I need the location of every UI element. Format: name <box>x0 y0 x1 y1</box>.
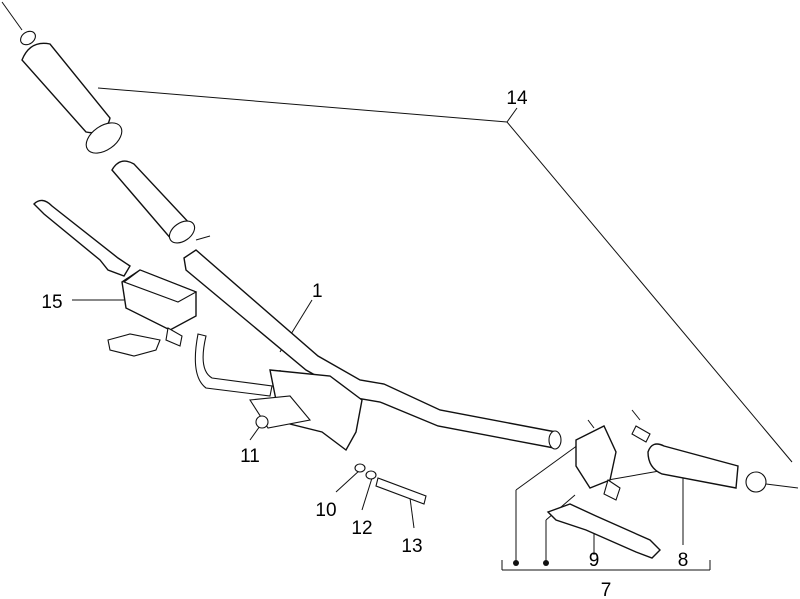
right-lever-assembly <box>546 409 661 559</box>
callout-13: 13 <box>401 536 422 557</box>
left-end-screw <box>1 1 23 31</box>
fasteners <box>255 415 427 505</box>
left-grip-ring <box>85 122 123 154</box>
nut-11 <box>255 415 269 429</box>
leader-14-stem <box>506 107 518 123</box>
master-cylinder-cap <box>122 269 198 303</box>
callout-8: 8 <box>678 550 689 571</box>
callout-12: 12 <box>351 518 372 539</box>
leader-10 <box>335 469 361 493</box>
right-lever <box>546 503 661 559</box>
washer-12 <box>365 470 377 480</box>
leader-14-left <box>97 87 508 123</box>
right-grip <box>647 443 739 489</box>
leader-12 <box>361 477 373 511</box>
master-cylinder <box>107 269 198 357</box>
right-adjust-screw <box>631 409 641 421</box>
right-end-screw <box>765 483 799 489</box>
callout-9: 9 <box>589 550 600 571</box>
bracket-7-dot-a <box>513 560 519 566</box>
callout-15: 15 <box>41 292 62 313</box>
right-grip-assembly <box>647 443 799 493</box>
callout-1: 1 <box>312 281 323 302</box>
right-small-screw <box>587 419 595 429</box>
callout-14: 14 <box>506 88 528 109</box>
bracket-7-dot-b <box>543 560 549 566</box>
leader-11 <box>249 425 261 441</box>
callout-labels: 1 7 8 9 10 11 12 13 14 15 <box>41 88 688 599</box>
washer-10 <box>354 463 366 473</box>
right-adjust-spring <box>631 425 651 443</box>
left-lever <box>33 199 131 277</box>
right-lever-housing <box>575 425 617 489</box>
callout-11: 11 <box>240 446 260 467</box>
leader-13 <box>409 497 415 529</box>
handlebar-tube <box>183 249 557 449</box>
left-grip-assembly <box>1 1 211 244</box>
handlebar <box>183 249 562 452</box>
leader-lines <box>72 87 793 571</box>
leader-14-right <box>506 121 793 463</box>
leader-8-b <box>607 469 666 481</box>
left-small-screw <box>195 235 211 241</box>
left-bar-end-weight <box>20 30 36 46</box>
callout-10: 10 <box>315 500 336 521</box>
left-tube-collar <box>168 220 196 244</box>
right-bar-end-weight <box>745 471 767 493</box>
callout-7: 7 <box>601 580 612 599</box>
leader-7-a2 <box>515 444 579 491</box>
master-cylinder-clamp <box>107 333 161 357</box>
left-brake-lever <box>33 199 131 277</box>
handlebar-right-end <box>548 430 562 450</box>
master-cylinder-outlet <box>165 327 183 347</box>
handlebar-cable-guide <box>194 333 273 397</box>
right-lever-clip <box>603 479 621 501</box>
left-grip <box>21 42 111 134</box>
bolt-13 <box>375 477 427 505</box>
